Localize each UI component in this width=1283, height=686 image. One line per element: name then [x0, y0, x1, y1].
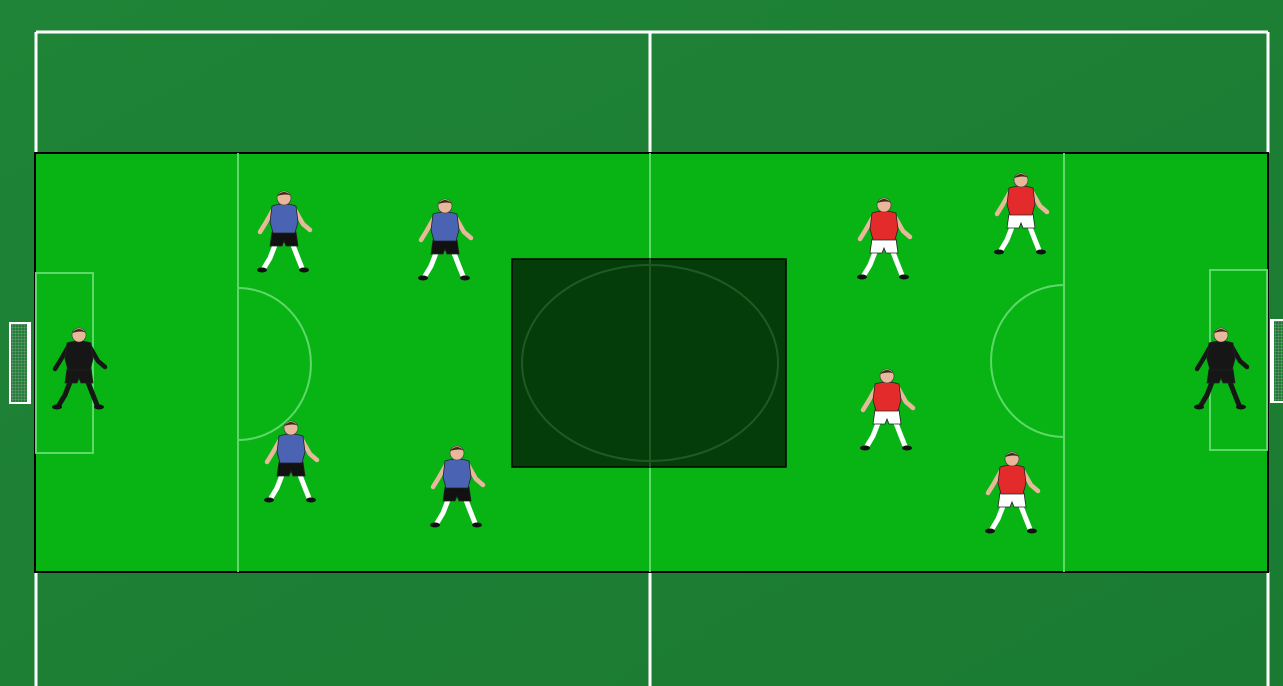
goal-left [10, 323, 31, 403]
goal-right [1270, 320, 1283, 402]
